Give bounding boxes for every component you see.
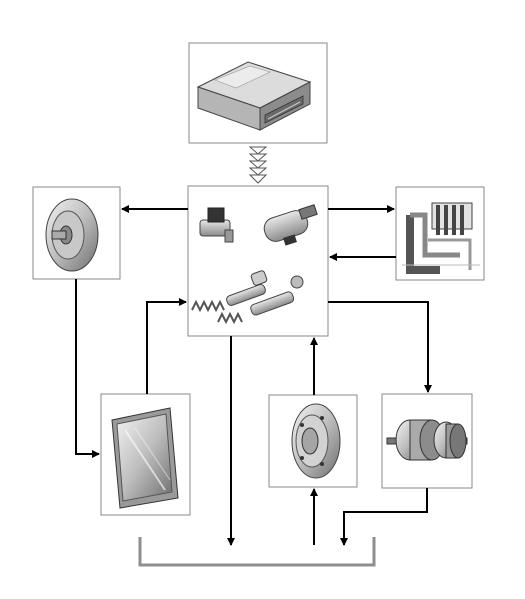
arrow-cooler-to-valve	[146, 298, 187, 394]
oil-sump	[138, 537, 376, 567]
signal-arrows	[248, 146, 268, 184]
flow-arrows	[75, 205, 432, 546]
arrow-converter-to-cooler	[75, 279, 100, 458]
planetary-gear-set-icon	[386, 419, 468, 461]
arrow-gears-to-sump	[340, 488, 428, 546]
clutch-pack-box	[395, 186, 485, 281]
solenoids-and-valves-icon	[191, 204, 318, 325]
valve-body-box	[187, 185, 329, 337]
torque-converter-icon	[45, 198, 99, 272]
oil-cooler-icon	[111, 407, 179, 509]
control-unit-box	[188, 42, 328, 144]
oil-pump-icon	[291, 403, 341, 479]
gear-set-box	[381, 393, 473, 489]
oil-cooler-box	[100, 393, 191, 516]
arrow-valve-to-gears	[328, 301, 432, 393]
oil-pump-box	[268, 394, 358, 488]
control-module-icon	[196, 61, 312, 131]
clutch-pack-icon	[402, 202, 480, 274]
torque-converter-box	[32, 186, 121, 280]
